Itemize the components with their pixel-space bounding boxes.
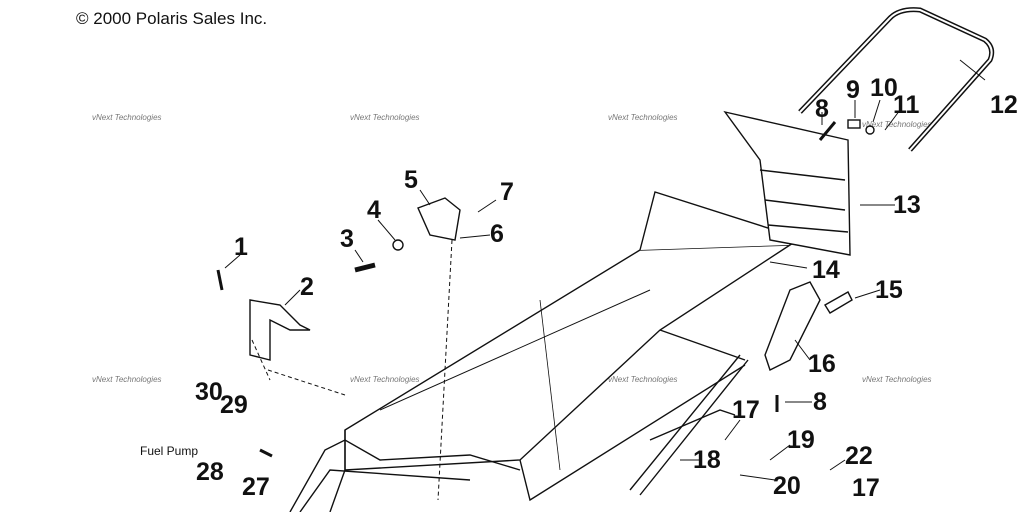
watermark: vNext Technologies — [92, 113, 162, 122]
snow-flap — [723, 110, 851, 256]
part-15 — [824, 291, 853, 314]
callout-6: 6 — [490, 220, 504, 248]
callout-17b: 17 — [852, 474, 880, 502]
callout-3: 3 — [340, 225, 354, 253]
watermark: vNext Technologies — [862, 375, 932, 384]
callout-14: 14 — [812, 256, 840, 284]
slide-rail — [629, 354, 749, 496]
callout-5: 5 — [404, 166, 418, 194]
callout-22: 22 — [845, 442, 873, 470]
fuel-pump-note: Fuel Pump — [140, 444, 199, 458]
tunnel-top — [344, 244, 793, 471]
callout-9: 9 — [846, 76, 860, 104]
callout-13: 13 — [893, 191, 921, 219]
callout-15: 15 — [875, 276, 903, 304]
callout-17: 17 — [732, 396, 760, 424]
callout-16: 16 — [808, 350, 836, 378]
callout-7: 7 — [500, 178, 514, 206]
callout-2: 2 — [300, 273, 314, 301]
callout-27: 27 — [242, 473, 270, 501]
watermark: vNext Technologies — [92, 375, 162, 384]
callout-18: 18 — [693, 446, 721, 474]
callout-12: 12 — [990, 91, 1018, 119]
side-rail — [649, 409, 736, 441]
callout-1: 1 — [234, 233, 248, 261]
callout-29: 29 — [220, 391, 248, 419]
watermark: vNext Technologies — [608, 375, 678, 384]
callout-4: 4 — [367, 196, 381, 224]
watermark: vNext Technologies — [350, 113, 420, 122]
watermark: vNext Technologies — [862, 120, 932, 129]
hitch-16 — [764, 281, 821, 371]
callout-19: 19 — [787, 426, 815, 454]
bracket-5 — [417, 197, 461, 241]
callout-20: 20 — [773, 472, 801, 500]
bracket-2 — [249, 299, 311, 361]
watermark: vNext Technologies — [350, 375, 420, 384]
callout-8b: 8 — [813, 388, 827, 416]
callout-28: 28 — [196, 458, 224, 486]
lower-frame — [289, 439, 521, 512]
callout-10: 10 — [870, 74, 898, 102]
callout-11: 11 — [893, 91, 920, 119]
callout-30: 30 — [195, 378, 223, 406]
copyright-notice: © 2000 Polaris Sales Inc. — [76, 9, 268, 28]
callout-8: 8 — [815, 95, 829, 123]
tunnel-side — [329, 430, 346, 512]
watermark: vNext Technologies — [608, 113, 678, 122]
